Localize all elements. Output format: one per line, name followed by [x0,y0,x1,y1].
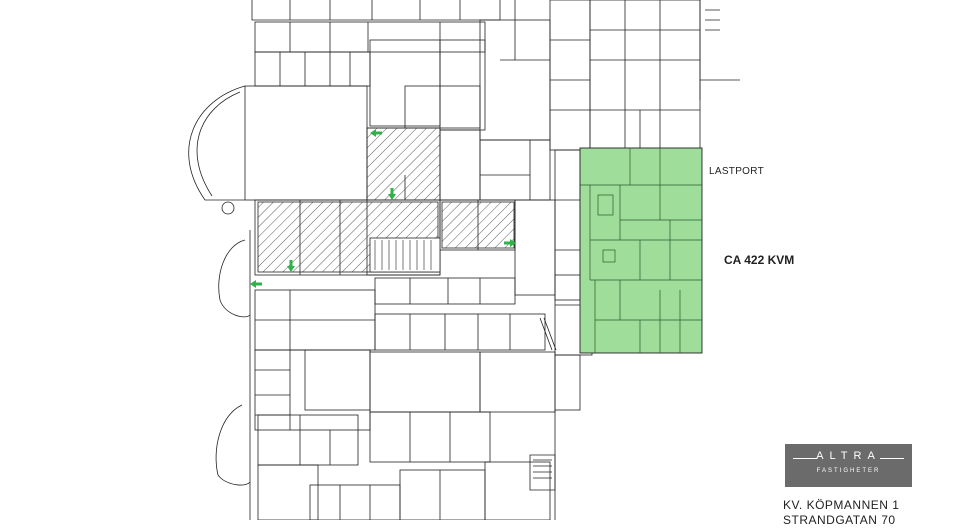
logo-name: ALTRA [816,450,881,462]
exit-arrow-icon [388,188,396,200]
lastport-label: LASTPORT [709,166,765,177]
exit-arrow-icon [504,239,516,247]
exit-arrow-icon [250,280,262,288]
address-line-2: STRANDGATAN 70 [783,513,896,527]
exit-arrow-icon [370,129,382,137]
exit-arrow-icon [287,260,295,272]
logo-rule-right [880,458,904,459]
area-label: CA 422 KVM [724,253,795,267]
logo-sub: FASTIGHETER [816,468,881,474]
altra-logo: ALTRA FASTIGHETER [785,444,912,487]
address-block: KV. KÖPMANNEN 1 STRANDGATAN 70 [783,498,899,528]
highlighted-area [579,147,703,354]
address-line-1: KV. KÖPMANNEN 1 [783,498,900,512]
hatched-area [257,127,515,273]
logo-rule-left [793,458,817,459]
